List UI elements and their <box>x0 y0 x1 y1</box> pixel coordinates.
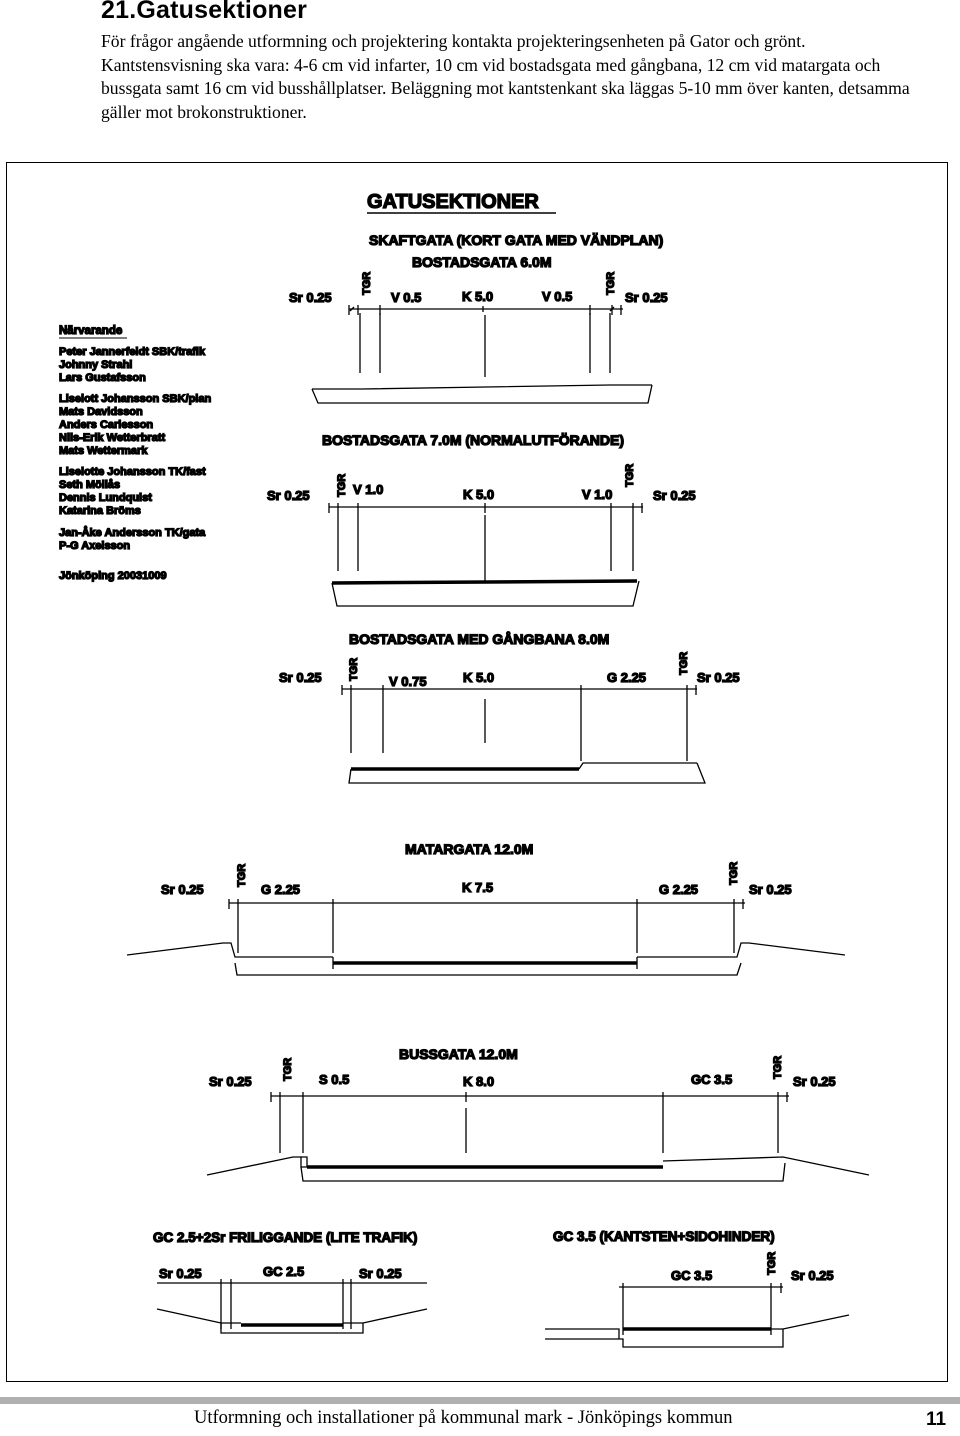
dim-label: GC 3.5 <box>671 1268 712 1283</box>
attendee-line: Liselotte Johansson TK/fast <box>59 466 206 478</box>
dim-label: Sr 0.25 <box>267 488 310 503</box>
dim-label: Sr 0.25 <box>359 1266 402 1281</box>
dim-label: G 2.25 <box>607 670 646 685</box>
section-bostadsgata-gangbana-8m: BOSTADSGATA MED GÅNGBANA 8.0M Sr 0.25 TG… <box>278 630 740 784</box>
dim-label: Sr 0.25 <box>161 882 204 897</box>
attendee-line: P-G Axelsson <box>59 540 130 552</box>
dim-label: V 0.75 <box>389 674 427 689</box>
attendees-heading: Närvarande <box>59 325 122 337</box>
dim-label: K 5.0 <box>462 289 493 304</box>
dim-label: G 2.25 <box>659 882 698 897</box>
dim-label: K 8.0 <box>463 1074 494 1089</box>
place-date: Jönköping 20031009 <box>59 570 167 582</box>
attendee-line: Liselott Johansson SBK/plan <box>59 393 211 405</box>
attendee-line: Peter Jannerfeldt SBK/trafik <box>59 346 206 358</box>
dim-label: K 5.0 <box>463 487 494 502</box>
dim-label: GC 2.5 <box>263 1264 304 1279</box>
attendee-line: Johnny Strahl <box>59 359 132 371</box>
section-title: BOSTADSGATA MED GÅNGBANA 8.0M <box>349 631 609 647</box>
dim-label: TGR <box>624 464 636 487</box>
section-bostadsgata-7m: BOSTADSGATA 7.0M (NORMALUTFÖRANDE) Sr 0.… <box>266 431 696 607</box>
dim-label: TGR <box>282 1058 294 1081</box>
section-bussgata-12m: BUSSGATA 12.0M Sr 0.25 TGR S 0.5 K 8.0 G… <box>206 1045 870 1182</box>
attendee-line: Nils-Erik Wetterbratt <box>59 432 165 444</box>
attendee-line: Lars Gustafsson <box>59 372 146 384</box>
dim-label: Sr 0.25 <box>159 1266 202 1281</box>
dim-label: TGR <box>336 474 348 497</box>
section-title: GC 2.5+2Sr FRILIGGANDE (LITE TRAFIK) <box>153 1230 417 1245</box>
dim-label: V 0.5 <box>391 290 421 305</box>
dim-label: V 0.5 <box>542 289 572 304</box>
attendee-line: Dennis Lundquist <box>59 492 152 504</box>
attendee-line: Mats Wettermark <box>59 445 148 457</box>
drawing-canvas: GATUSEKTIONER Närvarande Peter Jannerfel… <box>58 190 870 1348</box>
dim-label: V 1.0 <box>353 482 383 497</box>
dim-label: TGR <box>678 652 690 675</box>
attendee-line: Seth Möllås <box>59 479 120 491</box>
section-title: BUSSGATA 12.0M <box>399 1046 518 1062</box>
intro-paragraph-curb: Kantstensvisning ska vara: 4-6 cm vid in… <box>101 54 910 122</box>
dim-label: S 0.5 <box>319 1072 349 1087</box>
dim-label: TGR <box>772 1056 784 1079</box>
dim-label: TGR <box>348 658 360 681</box>
attendee-line: Mats Davidsson <box>59 406 143 418</box>
section-subtitle: BOSTADSGATA 6.0M <box>412 254 552 270</box>
footer-divider <box>0 1397 960 1404</box>
dim-label: TGR <box>361 272 373 295</box>
attendee-line: Anders Carlesson <box>59 419 153 431</box>
intro-text: För frågor angående utformning och proje… <box>101 30 921 124</box>
dim-label: TGR <box>766 1252 778 1275</box>
section-title: GC 3.5 (KANTSTEN+SIDOHINDER) <box>553 1229 775 1244</box>
footer-text: Utformning och installationer på kommuna… <box>194 1408 733 1428</box>
dim-label: Sr 0.25 <box>279 670 322 685</box>
drawing-title: GATUSEKTIONER <box>367 191 539 213</box>
dim-label: TGR <box>605 272 617 295</box>
dim-label: TGR <box>728 862 740 885</box>
section-title: BOSTADSGATA 7.0M (NORMALUTFÖRANDE) <box>322 432 624 448</box>
dim-label: Sr 0.25 <box>289 290 332 305</box>
page-number: 11 <box>926 1409 947 1430</box>
section-title: MATARGATA 12.0M <box>405 841 533 857</box>
section-bostadsgata-6m: SKAFTGATA (KORT GATA MED VÄNDPLAN) BOSTA… <box>288 231 668 404</box>
dim-label: K 7.5 <box>462 880 493 895</box>
attendee-list: Närvarande Peter Jannerfeldt SBK/trafik … <box>58 324 212 582</box>
dim-label: TGR <box>236 864 248 887</box>
dim-label: G 2.25 <box>261 882 300 897</box>
dim-label: V 1.0 <box>582 487 612 502</box>
section-gc-3-5-kantsten: GC 3.5 (KANTSTEN+SIDOHINDER) GC 3.5 TGR … <box>545 1228 850 1348</box>
dim-label: Sr 0.25 <box>697 670 740 685</box>
intro-paragraph-contact: För frågor angående utformning och proje… <box>101 31 806 51</box>
dim-label: Sr 0.25 <box>209 1074 252 1089</box>
attendee-line: Jan-Åke Andersson TK/gata <box>59 526 206 539</box>
dim-label: K 5.0 <box>463 670 494 685</box>
dim-label: Sr 0.25 <box>793 1074 836 1089</box>
section-matargata-12m: MATARGATA 12.0M Sr 0.25 TGR G 2.25 K 7.5… <box>126 840 846 976</box>
street-sections-drawing: GATUSEKTIONER Närvarande Peter Jannerfel… <box>6 162 948 1382</box>
attendee-line: Katarina Bröms <box>59 505 141 517</box>
dim-label: Sr 0.25 <box>653 488 696 503</box>
dim-label: GC 3.5 <box>691 1072 732 1087</box>
dim-label: Sr 0.25 <box>791 1268 834 1283</box>
page-heading: 21.Gatusektioner <box>101 0 308 24</box>
dim-label: Sr 0.25 <box>749 882 792 897</box>
section-gc-2-5-friliggande: GC 2.5+2Sr FRILIGGANDE (LITE TRAFIK) Sr … <box>152 1229 428 1334</box>
dim-label: Sr 0.25 <box>625 290 668 305</box>
section-title: SKAFTGATA (KORT GATA MED VÄNDPLAN) <box>369 232 663 248</box>
